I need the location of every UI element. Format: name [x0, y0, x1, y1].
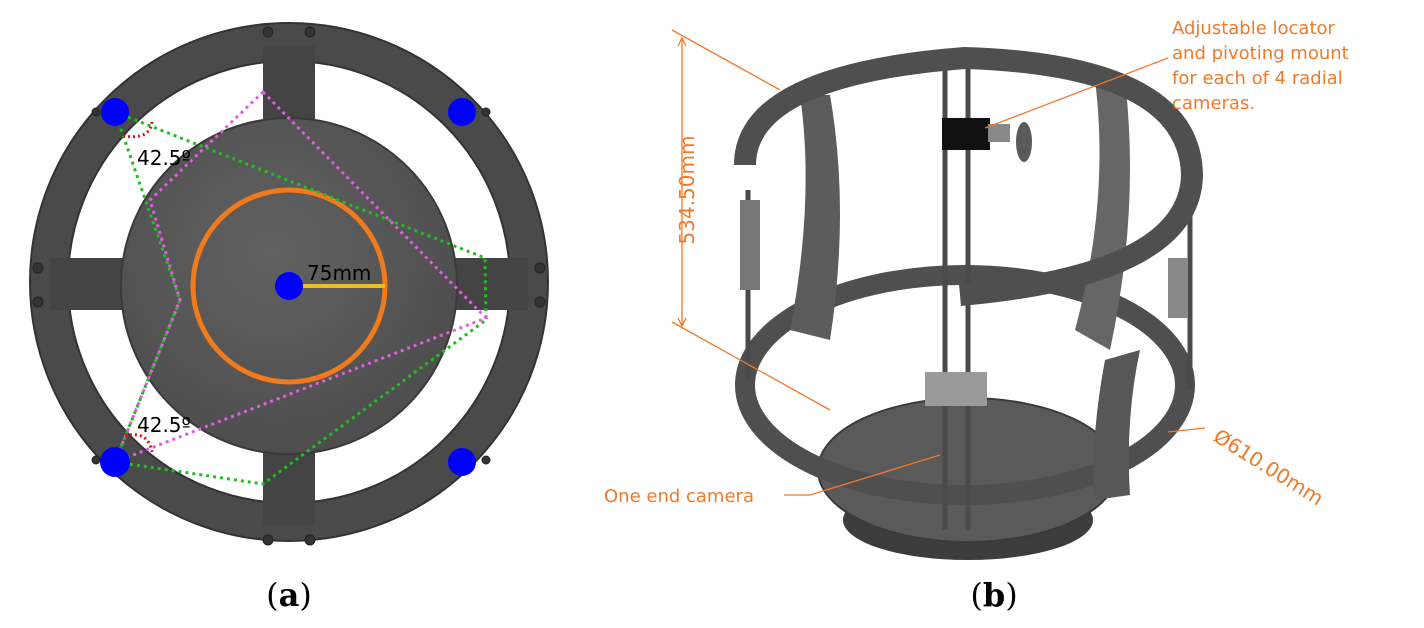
- locator-leader: [984, 57, 1169, 129]
- end-camera-leader: [784, 454, 941, 496]
- rib-left: [790, 95, 840, 340]
- left-camera: [740, 200, 760, 290]
- front-camera: [925, 372, 987, 406]
- diameter-dim-label: Ø610.00mm: [1209, 424, 1327, 510]
- angle-arc-top: [122, 121, 154, 139]
- camera-dot-bottom-left: [100, 447, 130, 477]
- camera-dot-center: [275, 272, 303, 300]
- lower-ring: [735, 265, 1195, 505]
- locator-callout: Adjustable locator and pivoting mount fo…: [1172, 18, 1354, 114]
- end-camera-callout: One end camera: [604, 486, 754, 507]
- panel-a-top-view: 42.5º 42.5º 75mm (a): [29, 22, 549, 614]
- height-dimension: [671, 29, 831, 411]
- right-camera: [1168, 258, 1188, 318]
- green-dotted-outline: [112, 109, 488, 486]
- ring-bolts: [32, 26, 546, 546]
- radius-label: 75mm: [307, 261, 371, 285]
- camera-dot-bottom-right: [448, 448, 476, 476]
- rib-front-right: [1093, 350, 1140, 500]
- angle-label-bottom: 42.5º: [137, 413, 191, 437]
- top-camera: [942, 118, 990, 150]
- camera-dot-top-right: [448, 98, 476, 126]
- top-camera-mount: [988, 124, 1010, 142]
- upper-ring: [734, 46, 1204, 306]
- caption-a: (a): [266, 576, 312, 614]
- angle-label-top: 42.5º: [137, 146, 191, 170]
- outer-ring-edge: [29, 22, 549, 542]
- diameter-leader: [1167, 427, 1206, 433]
- caption-b: (b): [970, 576, 1017, 614]
- top-camera-knob: [1016, 122, 1032, 162]
- height-dim-label: 534.50mm: [675, 136, 699, 245]
- camera-dot-top-left: [101, 98, 129, 126]
- panel-b-isometric-view: 534.50mm Adjustable locator and pivoting…: [604, 18, 1354, 614]
